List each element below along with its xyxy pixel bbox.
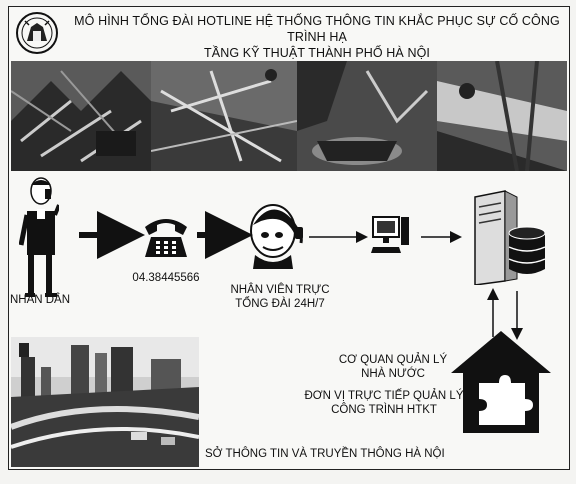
telephone-icon — [141, 213, 191, 259]
server-database-icon — [465, 189, 549, 286]
state-agency-line-1: CƠ QUAN QUẢN LÝ — [338, 354, 448, 366]
direct-unit-line-1: ĐƠN VỊ TRỰC TIẾP QUẢN LÝ — [304, 390, 464, 402]
diagram-title: MÔ HÌNH TỔNG ĐÀI HOTLINE HỆ THỐNG THÔNG … — [69, 13, 565, 61]
operator-headset-icon — [245, 199, 307, 269]
operator-label-line-1: NHÂN VIÊN TRỰC — [230, 284, 330, 296]
incident-photo-1 — [11, 61, 151, 171]
citizen-label: NHÂN DÂN — [9, 294, 71, 306]
city-emblem-icon — [15, 11, 59, 55]
direct-unit-line-2: CÔNG TRÌNH HTKT — [331, 404, 437, 416]
incident-photo-2 — [151, 61, 297, 171]
direct-unit-label: ĐƠN VỊ TRỰC TIẾP QUẢN LÝ CÔNG TRÌNH HTKT — [299, 389, 469, 417]
incident-photo-4 — [437, 61, 567, 171]
title-line-1: MÔ HÌNH TỔNG ĐÀI HOTLINE HỆ THỐNG THÔNG … — [74, 14, 560, 44]
operator-label: NHÂN VIÊN TRỰC TỔNG ĐÀI 24H/7 — [225, 283, 335, 311]
person-on-phone-icon — [18, 175, 61, 299]
flow-arrows — [79, 211, 523, 340]
computer-icon — [371, 215, 411, 255]
house-puzzle-icon — [449, 329, 553, 435]
state-agency-label: CƠ QUAN QUẢN LÝ NHÀ NƯỚC — [331, 353, 455, 381]
city-traffic-photo — [9, 337, 200, 467]
hotline-number: 04.38445566 — [132, 272, 200, 284]
state-agency-line-2: NHÀ NƯỚC — [361, 368, 425, 380]
diagram-page: MÔ HÌNH TỔNG ĐÀI HOTLINE HỆ THỐNG THÔNG … — [8, 6, 570, 470]
incident-photo-3 — [297, 61, 437, 171]
operator-label-line-2: TỔNG ĐÀI 24H/7 — [235, 298, 325, 310]
title-line-2: TẦNG KỸ THUẬT THÀNH PHỐ HÀ NỘI — [204, 46, 430, 60]
department-footer: SỞ THÔNG TIN VÀ TRUYỀN THÔNG HÀ NỘI — [205, 448, 445, 460]
